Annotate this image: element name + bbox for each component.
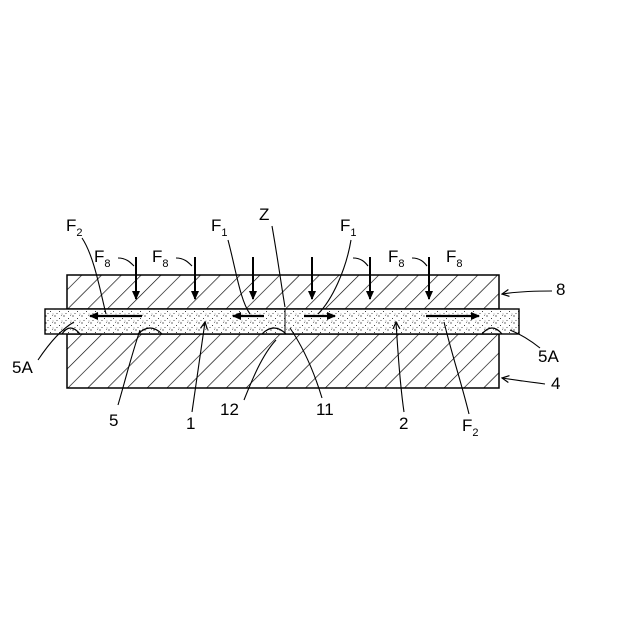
label-F1-right: F1: [340, 216, 357, 239]
svg-text:F8: F8: [446, 247, 463, 270]
label-F2-left: F2: [66, 216, 83, 239]
label-ref-5: 5: [109, 411, 118, 430]
label-ref-12: 12: [220, 400, 239, 419]
label-F8-d: F8: [446, 247, 463, 270]
label-Z: Z: [259, 205, 269, 224]
svg-text:F2: F2: [462, 416, 479, 439]
svg-text:F1: F1: [211, 216, 228, 239]
label-F8-c: F8: [388, 247, 405, 270]
label-ref-11: 11: [316, 400, 334, 419]
svg-text:F8: F8: [94, 247, 111, 270]
label-F2-bottom: F2: [462, 416, 479, 439]
label-ref-4: 4: [551, 374, 560, 393]
label-F1-left: F1: [211, 216, 228, 239]
label-ref-8: 8: [556, 280, 565, 299]
svg-text:F8: F8: [152, 247, 169, 270]
svg-text:F8: F8: [388, 247, 405, 270]
label-ref-1: 1: [186, 414, 195, 433]
label-ref-2: 2: [399, 414, 408, 433]
label-F8-a: F8: [94, 247, 111, 270]
label-ref-5A-right: 5A: [538, 347, 559, 366]
svg-text:F2: F2: [66, 216, 83, 239]
label-F8-b: F8: [152, 247, 169, 270]
lower-plate-4: [67, 334, 499, 388]
label-ref-5A-left: 5A: [12, 358, 33, 377]
svg-text:F1: F1: [340, 216, 357, 239]
